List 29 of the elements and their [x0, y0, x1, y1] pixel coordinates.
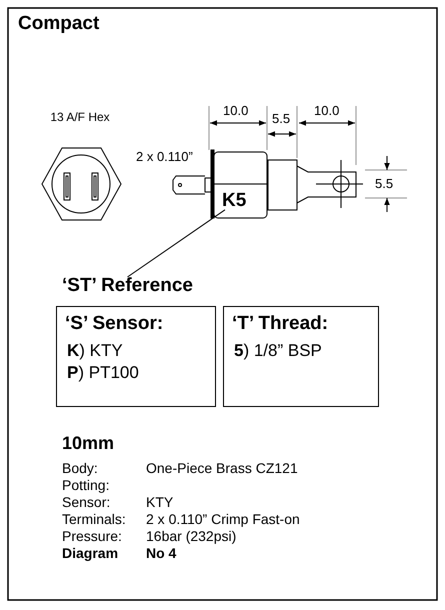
- leader-line: [126, 209, 226, 278]
- hex-size-label: 13 A/F Hex: [49, 111, 111, 125]
- panel-heading: ‘T’ Thread:: [232, 313, 328, 335]
- code-panel: [56, 306, 216, 407]
- spec-value: 16bar (232psi): [146, 528, 236, 544]
- dimension-label: 10.0: [223, 104, 248, 119]
- diagram-title: Compact: [18, 13, 100, 35]
- spec-label: Body:: [62, 460, 98, 476]
- spec-label: Pressure:: [62, 528, 122, 544]
- panel-heading: ‘S’ Sensor:: [65, 313, 164, 335]
- spec-value: One-Piece Brass CZ121: [146, 460, 298, 476]
- dimension-label: 5.5: [272, 112, 290, 127]
- reference-label: ‘ST’ Reference: [62, 275, 193, 297]
- option-text: K) KTY: [67, 341, 123, 361]
- spec-label: Potting:: [62, 477, 110, 494]
- marking-text: K5: [222, 190, 246, 212]
- section-heading: 10mm: [62, 433, 114, 454]
- spec-label: Sensor:: [62, 494, 110, 510]
- dimension-label: 5.5: [375, 177, 394, 192]
- spec-label: Terminals:: [62, 511, 126, 528]
- spec-value: 2 x 0.110” Crimp Fast-on: [146, 511, 300, 528]
- option-text: P) PT100: [67, 363, 139, 383]
- option-text: 5) 1/8” BSP: [234, 341, 322, 361]
- spec-value: No 4: [146, 545, 176, 562]
- dimension-label: 10.0: [314, 104, 340, 119]
- spec-label: Diagram: [62, 545, 118, 562]
- code-panel: [223, 306, 379, 407]
- spec-value: KTY: [146, 494, 174, 510]
- terminal-size-label: 2 x 0.110”: [136, 150, 193, 165]
